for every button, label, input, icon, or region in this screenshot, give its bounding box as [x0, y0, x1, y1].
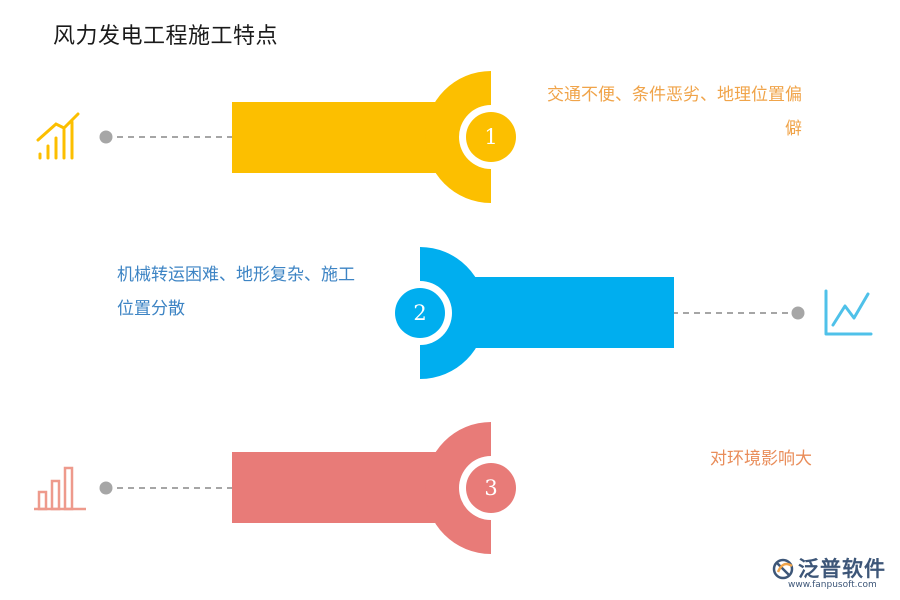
step-2-badge [395, 288, 445, 338]
step-3 [34, 422, 523, 554]
brand-logo: 泛普软件 www.fanpusoft.com [768, 553, 893, 595]
step-3-text: 对环境影响大 [710, 449, 812, 469]
step-2 [388, 247, 873, 379]
bar-chart-icon [34, 466, 86, 511]
brand-name: 泛普软件 [798, 557, 886, 581]
step-2-number: 2 [413, 301, 427, 325]
page-title: 风力发电工程施工特点 [53, 24, 279, 49]
step-3-badge [466, 463, 516, 513]
logo-mark-icon [772, 558, 794, 580]
bar-chart-rising-icon [36, 112, 80, 160]
step-1-text: 交通不便、条件恶劣、地理位置偏僻 [547, 85, 802, 139]
step-1-number: 1 [484, 125, 498, 149]
step-3-number: 3 [484, 476, 498, 500]
step-1 [36, 71, 523, 203]
step-2-text: 机械转运困难、地形复杂、施工位置分散 [117, 265, 355, 319]
step-1-bar [232, 102, 442, 173]
step-2-half-disc [420, 247, 486, 379]
step-3-bar [232, 452, 442, 523]
line-chart-icon [824, 289, 873, 336]
step-3-half-disc [425, 422, 491, 554]
step-3-connector-dot [99, 481, 113, 495]
brand-url: www.fanpusoft.com [788, 580, 877, 590]
step-1-half-disc [425, 71, 491, 203]
step-1-connector-dot [99, 130, 113, 144]
step-1-badge [466, 112, 516, 162]
step-2-bar [463, 277, 674, 348]
step-2-connector-dot [791, 306, 805, 320]
